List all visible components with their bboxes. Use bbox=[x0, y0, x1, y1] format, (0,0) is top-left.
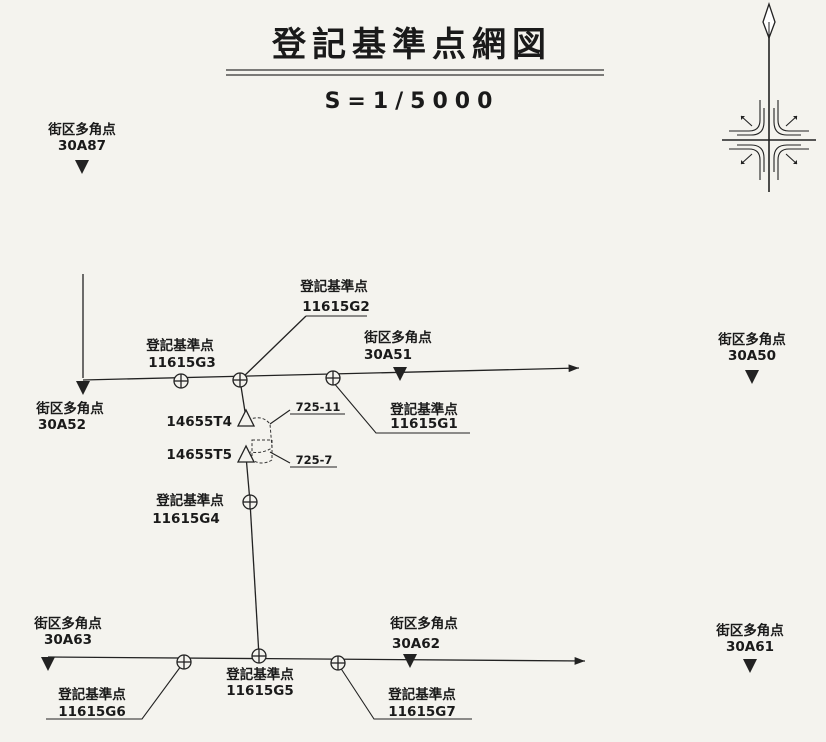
block-polygon-points bbox=[41, 160, 759, 673]
leader-lines bbox=[46, 315, 472, 720]
label-lot-725-7: 725-7 bbox=[296, 453, 333, 467]
label-30A51-type: 街区多角点 bbox=[363, 329, 432, 346]
marker-30A52-icon bbox=[76, 381, 90, 395]
marker-14655T5-icon bbox=[236, 444, 256, 463]
registration-points bbox=[173, 370, 346, 671]
triangulation-points bbox=[236, 408, 256, 463]
label-11615G3-type: 登記基準点 bbox=[145, 337, 214, 354]
label-30A62-code: 30A62 bbox=[392, 636, 440, 652]
marker-11615G6-icon bbox=[176, 654, 192, 670]
marker-30A50-icon bbox=[745, 370, 759, 384]
label-11615G5-type: 登記基準点 bbox=[225, 666, 294, 683]
label-30A52-type: 街区多角点 bbox=[35, 400, 104, 417]
label-11615G4-code: 11615G4 bbox=[152, 511, 219, 527]
label-11615G3-code: 11615G3 bbox=[148, 355, 215, 371]
label-14655T5: 14655T5 bbox=[166, 447, 232, 463]
marker-30A87-icon bbox=[75, 160, 89, 174]
marker-30A63-icon bbox=[41, 657, 55, 671]
marker-30A51-icon bbox=[393, 367, 407, 381]
label-11615G1-type: 登記基準点 bbox=[389, 401, 458, 418]
label-30A87-code: 30A87 bbox=[58, 138, 106, 154]
label-14655T4: 14655T4 bbox=[166, 414, 232, 430]
label-30A50-type: 街区多角点 bbox=[717, 331, 786, 348]
label-30A62-type: 街区多角点 bbox=[389, 615, 458, 632]
label-11615G2-type: 登記基準点 bbox=[299, 278, 368, 295]
marker-11615G5-icon bbox=[251, 648, 267, 664]
label-30A61-code: 30A61 bbox=[726, 639, 774, 655]
label-30A61-type: 街区多角点 bbox=[715, 622, 784, 639]
label-11615G5-code: 11615G5 bbox=[226, 683, 293, 699]
marker-11615G2-icon bbox=[232, 372, 248, 388]
label-30A63-type: 街区多角点 bbox=[33, 615, 102, 632]
label-30A87-type: 街区多角点 bbox=[47, 121, 116, 138]
marker-11615G4-icon bbox=[242, 494, 258, 510]
marker-11615G7-icon bbox=[330, 655, 346, 671]
scale-label: S=1/5000 bbox=[325, 89, 500, 114]
label-11615G7-type: 登記基準点 bbox=[387, 686, 456, 703]
label-11615G6-type: 登記基準点 bbox=[57, 686, 126, 703]
label-30A63-code: 30A63 bbox=[44, 632, 92, 648]
marker-11615G3-icon bbox=[173, 373, 189, 389]
label-11615G7-code: 11615G7 bbox=[388, 704, 455, 720]
point-labels: 街区多角点 30A87 街区多角点 30A50 街区多角点 30A51 街区多角… bbox=[33, 121, 786, 720]
marker-30A62-icon bbox=[403, 654, 417, 668]
north-arrow-icon bbox=[722, 1, 816, 192]
label-11615G2-code: 11615G2 bbox=[302, 299, 369, 315]
label-30A52-code: 30A52 bbox=[38, 417, 86, 433]
label-30A50-code: 30A50 bbox=[728, 348, 776, 364]
diagram-title: 登記基準点網図 bbox=[271, 25, 552, 65]
label-30A51-code: 30A51 bbox=[364, 347, 412, 363]
label-11615G1-code: 11615G1 bbox=[390, 416, 457, 432]
label-11615G4-type: 登記基準点 bbox=[155, 492, 224, 509]
label-11615G6-code: 11615G6 bbox=[58, 704, 125, 720]
marker-30A61-icon bbox=[743, 659, 757, 673]
label-lot-725-11: 725-11 bbox=[296, 400, 341, 414]
marker-11615G1-icon bbox=[325, 370, 341, 386]
marker-14655T4-icon bbox=[236, 408, 256, 427]
